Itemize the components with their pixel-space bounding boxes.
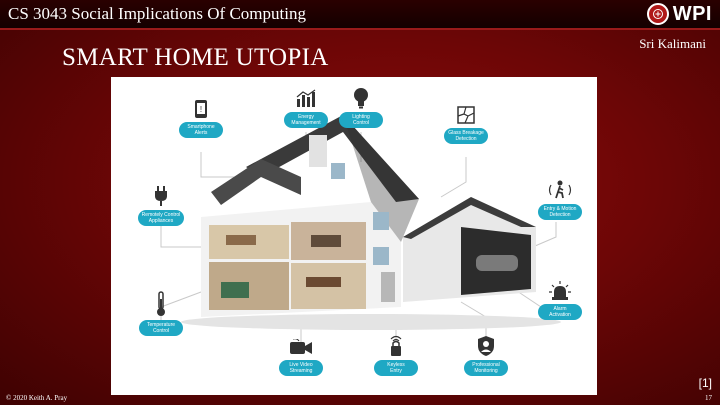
feature-professional-monitoring: Professional Monitoring bbox=[450, 335, 522, 376]
author-name: Sri Kalimani bbox=[639, 36, 706, 51]
feature-label: Smartphone Alerts bbox=[179, 122, 223, 138]
house-drawing bbox=[160, 115, 561, 342]
alarm-light-icon bbox=[549, 281, 571, 300]
feature-label: Remotely Control Appliances bbox=[137, 210, 185, 226]
feature-lighting-control: Lighting Control bbox=[325, 87, 397, 128]
plug-icon bbox=[155, 186, 167, 206]
feature-label: Professional Monitoring bbox=[464, 360, 508, 376]
feature-glass-breakage: Glass Breakage Detection bbox=[430, 105, 502, 144]
seal-icon bbox=[646, 3, 669, 25]
feature-live-video: Live Video Streaming bbox=[265, 339, 337, 376]
feature-entry-motion: Entry & Motion Detection bbox=[524, 179, 596, 220]
slide-title: SMART HOME UTOPIA bbox=[62, 44, 329, 71]
citation-marker: [1] bbox=[698, 376, 712, 390]
feature-remote-appliances: Remotely Control Appliances bbox=[125, 185, 197, 226]
feature-label: Temperature Control bbox=[139, 320, 183, 336]
feature-label: Live Video Streaming bbox=[279, 360, 323, 376]
smartphone-icon: ! bbox=[195, 100, 207, 118]
copyright-notice: © 2020 Keith A. Pray bbox=[6, 394, 68, 402]
feature-alarm-activation: Alarm Activation bbox=[524, 281, 596, 320]
logo-text: WPI bbox=[672, 2, 712, 25]
feature-temperature-control: Temperature Control bbox=[125, 291, 197, 336]
feature-smartphone-alerts: ! Smartphone Alerts bbox=[165, 99, 237, 138]
thermometer-icon bbox=[157, 291, 165, 316]
energy-chart-icon bbox=[296, 89, 316, 107]
video-camera-icon bbox=[290, 339, 312, 354]
keyless-lock-icon bbox=[390, 335, 402, 356]
light-bulb-icon bbox=[354, 88, 368, 109]
slide-header-bar: CS 3043 Social Implications Of Computing… bbox=[0, 0, 720, 30]
course-title: CS 3043 Social Implications Of Computing bbox=[8, 4, 306, 23]
motion-icon bbox=[548, 180, 572, 199]
feature-label: Entry & Motion Detection bbox=[538, 204, 582, 220]
feature-label: Energy Management bbox=[284, 112, 328, 128]
smart-home-illustration: ! Smartphone Alerts Energy Management Li… bbox=[111, 77, 597, 395]
wpi-logo: WPI bbox=[646, 2, 712, 26]
broken-glass-icon bbox=[457, 106, 475, 124]
feature-label: Keyless Entry bbox=[374, 360, 418, 376]
page-number: 17 bbox=[705, 394, 712, 402]
feature-energy-management: Energy Management bbox=[270, 89, 342, 128]
feature-label: Glass Breakage Detection bbox=[444, 128, 488, 144]
feature-keyless-entry: Keyless Entry bbox=[360, 335, 432, 376]
feature-label: Lighting Control bbox=[339, 112, 383, 128]
feature-label: Alarm Activation bbox=[538, 304, 582, 320]
monitoring-badge-icon bbox=[478, 336, 494, 356]
svg-text:!: ! bbox=[200, 105, 202, 114]
